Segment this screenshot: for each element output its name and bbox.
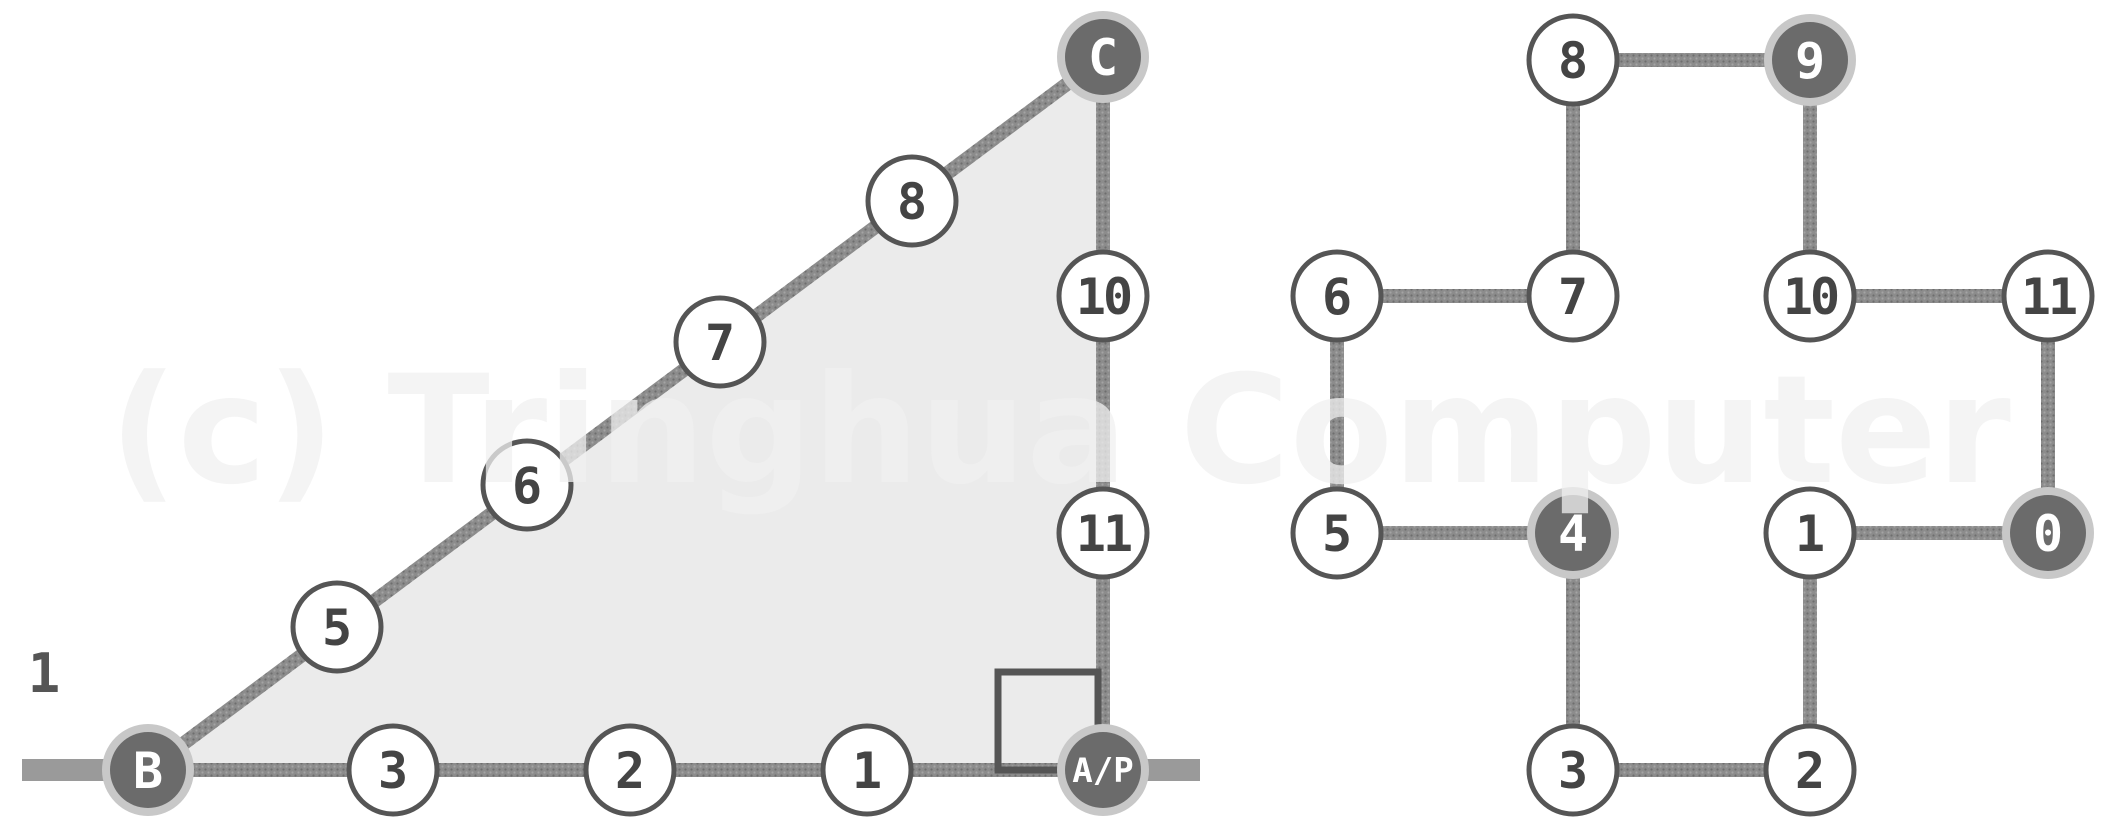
node-label: 3	[378, 742, 408, 800]
node-label: 4	[1558, 505, 1588, 563]
node-circle	[1526, 13, 1620, 107]
node-label: 3	[1558, 742, 1588, 800]
node-circle	[583, 723, 677, 817]
node-n1: 1	[1763, 486, 1857, 580]
node-label: 6	[1322, 268, 1352, 326]
node-circle	[2001, 249, 2095, 343]
node-C: C	[1057, 11, 1149, 103]
node-circle	[1290, 249, 1384, 343]
node-d2: 6	[480, 438, 574, 532]
node-d1: 5	[290, 580, 384, 674]
node-circle	[1763, 723, 1857, 817]
node-circle	[673, 295, 767, 389]
node-n10: 10	[1763, 249, 1857, 343]
node-circle-dark	[1065, 19, 1141, 95]
side-label: 1	[28, 642, 61, 705]
node-circle-dark	[1535, 495, 1611, 571]
node-n4: 4	[1527, 487, 1619, 579]
node-B: B	[102, 724, 194, 816]
node-label: 2	[615, 742, 645, 800]
triangle-diagram: 1 B C A/P 3 2 1 5 6 7 8 10 11	[22, 11, 1200, 817]
node-label: B	[133, 742, 163, 800]
node-label: 1	[852, 742, 882, 800]
node-label: 0	[2033, 505, 2063, 563]
node-d4: 8	[865, 154, 959, 248]
node-label: 11	[1076, 505, 1131, 563]
node-label: A/P	[1072, 751, 1133, 791]
node-label: 5	[1322, 505, 1352, 563]
node-circle	[1290, 486, 1384, 580]
node-label: 8	[1558, 32, 1588, 90]
node-circle	[1056, 249, 1150, 343]
node-circle-dark	[1065, 732, 1141, 808]
node-d3: 7	[673, 295, 767, 389]
node-h2: 2	[583, 723, 677, 817]
node-label: 1	[1795, 505, 1825, 563]
node-n5: 5	[1290, 486, 1384, 580]
node-circle	[346, 723, 440, 817]
node-circle	[1526, 249, 1620, 343]
node-n8: 8	[1526, 13, 1620, 107]
node-n7: 7	[1526, 249, 1620, 343]
watermark: (c) Tringhua Computer	[109, 344, 2011, 518]
node-circle	[1763, 486, 1857, 580]
node-n0: 0	[2002, 487, 2094, 579]
triangle-nodes: B C A/P 3 2 1 5 6 7 8 10 11	[102, 11, 1150, 817]
node-n3: 3	[1526, 723, 1620, 817]
node-circle-dark	[110, 732, 186, 808]
node-circle	[820, 723, 914, 817]
node-label: C	[1088, 29, 1118, 87]
node-n6: 6	[1290, 249, 1384, 343]
node-h1: 3	[346, 723, 440, 817]
node-label: 7	[705, 314, 735, 372]
node-circle	[290, 580, 384, 674]
right-angle-marker	[994, 668, 1102, 774]
node-circle	[1763, 249, 1857, 343]
node-label: 7	[1558, 268, 1588, 326]
node-circle	[865, 154, 959, 248]
node-circle	[480, 438, 574, 532]
node-label: 9	[1795, 32, 1825, 90]
node-h3: 1	[820, 723, 914, 817]
node-label: 10	[1783, 268, 1838, 326]
node-n9: 9	[1764, 14, 1856, 106]
node-circle	[1056, 486, 1150, 580]
node-label: 11	[2021, 268, 2076, 326]
node-label: 5	[322, 599, 352, 657]
node-v2: 11	[1056, 486, 1150, 580]
node-v1: 10	[1056, 249, 1150, 343]
node-label: 2	[1795, 742, 1825, 800]
node-circle-dark	[2010, 495, 2086, 571]
node-A: A/P	[1057, 724, 1149, 816]
node-circle-dark	[1772, 22, 1848, 98]
node-label: 10	[1076, 268, 1131, 326]
node-n11: 11	[2001, 249, 2095, 343]
node-label: 6	[512, 457, 542, 515]
node-circle	[1526, 723, 1620, 817]
node-label: 8	[897, 173, 927, 231]
node-n2: 2	[1763, 723, 1857, 817]
